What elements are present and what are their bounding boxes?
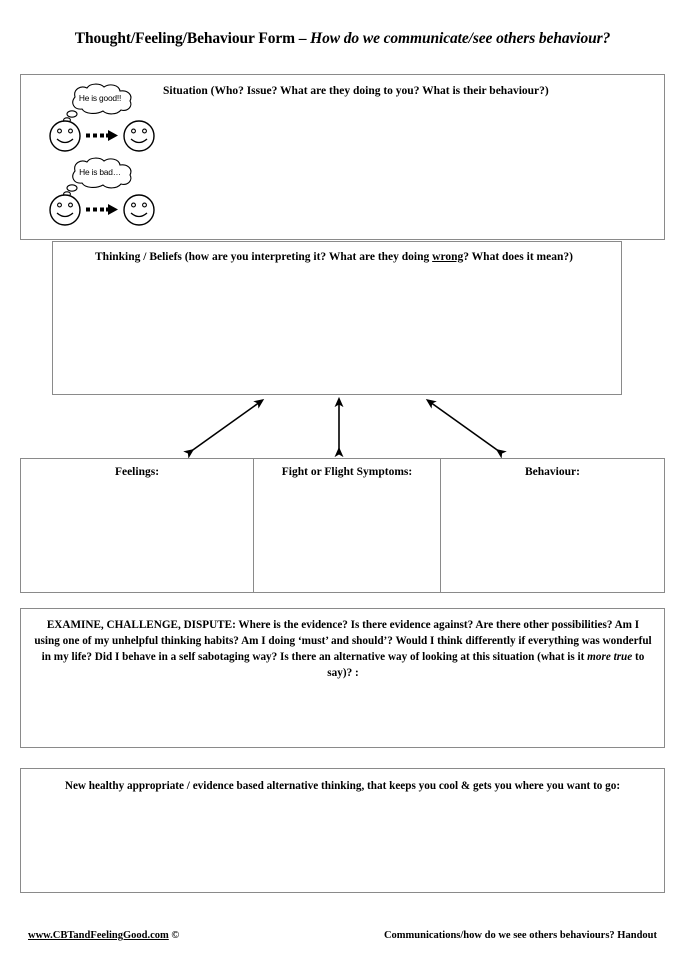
column-fight-or-flight-symptoms[interactable]: Fight or Flight Symptoms: xyxy=(254,459,441,592)
page-title-plain: Thought/Feeling/Behaviour Form – xyxy=(74,30,311,47)
communication-illustration: He is good!! xyxy=(45,83,160,231)
thinking-label-underlined: wrong xyxy=(432,251,464,263)
column-label-behaviour: Behaviour: xyxy=(525,466,580,478)
examine-line-2: my unhelpful thinking habits? Am I doing… xyxy=(41,635,652,663)
dotted-arrow-right-icon xyxy=(86,130,118,141)
arrow-right-diagonal-icon xyxy=(425,399,507,459)
smiley-face-left-icon xyxy=(49,194,81,226)
examine-line-3-italic: more true xyxy=(587,651,633,663)
situation-label: Situation (Who? Issue? What are they doi… xyxy=(163,85,549,97)
illustration-pair-1: He is good!! xyxy=(45,83,160,155)
pair-1-graphic xyxy=(49,83,155,152)
page-title: Thought/Feeling/Behaviour Form – How do … xyxy=(0,30,685,48)
arrow-group xyxy=(180,396,510,459)
thought-bubble-text: He is bad… xyxy=(79,167,121,177)
column-feelings[interactable]: Feelings: xyxy=(21,459,254,592)
examine-line-3-before: behave in a self sabotaging way? Is ther… xyxy=(122,651,588,663)
copyright-symbol: © xyxy=(168,930,180,941)
thought-bubble-text: He is good!! xyxy=(78,93,122,103)
column-behaviour[interactable]: Behaviour: xyxy=(441,459,664,592)
feelings-symptoms-behaviour-box: Feelings: Fight or Flight Symptoms: Beha… xyxy=(20,458,665,593)
examine-challenge-dispute-text: EXAMINE, CHALLENGE, DISPUTE: Where is th… xyxy=(33,617,653,681)
examine-line-1: EXAMINE, CHALLENGE, DISPUTE: Where is th… xyxy=(34,619,640,647)
new-alternative-thinking-box[interactable]: New healthy appropriate / evidence based… xyxy=(20,768,665,893)
thinking-beliefs-label: Thinking / Beliefs (how are you interpre… xyxy=(95,251,573,263)
thought-bubble-icon xyxy=(63,83,132,123)
new-alternative-thinking-label: New healthy appropriate / evidence based… xyxy=(64,780,621,792)
footer-left: www.CBTandFeelingGood.com © xyxy=(28,930,179,941)
smiley-face-right-icon xyxy=(123,194,155,226)
smiley-face-left-icon xyxy=(49,120,81,152)
dotted-arrow-right-icon xyxy=(86,204,118,215)
website-link[interactable]: www.CBTandFeelingGood.com xyxy=(28,930,169,941)
footer: www.CBTandFeelingGood.com © Communicatio… xyxy=(0,930,685,950)
footer-right-label: Communications/how do we see others beha… xyxy=(383,930,657,941)
illustration-pair-2: He is bad… xyxy=(45,157,160,229)
examine-challenge-dispute-box[interactable]: EXAMINE, CHALLENGE, DISPUTE: Where is th… xyxy=(20,608,665,748)
pair-2-graphic xyxy=(49,157,155,226)
column-label-feelings: Feelings: xyxy=(114,466,160,478)
situation-box[interactable]: He is good!! xyxy=(20,74,665,240)
column-label-fight-or-flight-symptoms: Fight or Flight Symptoms: xyxy=(281,466,413,478)
smiley-face-right-icon xyxy=(123,120,155,152)
thinking-label-after: ? What does it mean?) xyxy=(463,251,573,263)
thinking-beliefs-box[interactable]: Thinking / Beliefs (how are you interpre… xyxy=(52,241,622,395)
arrow-left-diagonal-icon xyxy=(183,399,265,459)
page-title-italic: How do we communicate/see others behavio… xyxy=(310,30,611,47)
thinking-label-before: Thinking / Beliefs (how are you interpre… xyxy=(95,251,433,263)
thought-bubble-icon xyxy=(63,157,132,197)
examine-line-3-after: to say)? : xyxy=(327,651,645,679)
